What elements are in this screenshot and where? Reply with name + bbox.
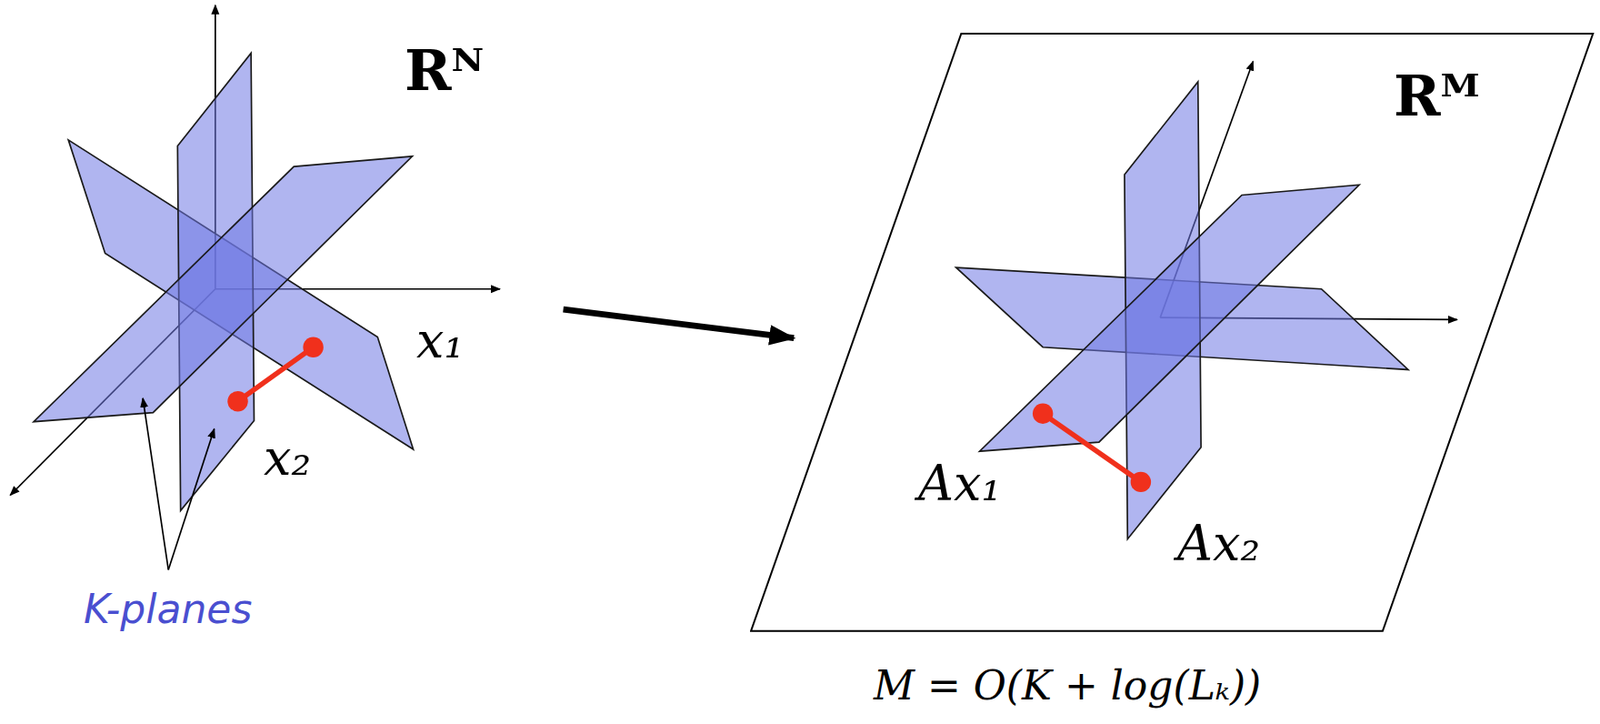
leader-lines	[142, 398, 215, 570]
k-planes	[33, 52, 414, 510]
space-label: Rᴺ	[404, 40, 484, 102]
k-planes	[956, 81, 1409, 540]
projection-plane: RᴹAx₁ Ax₂	[750, 32, 1595, 632]
point-label: Ax₂	[1177, 516, 1260, 570]
point-label: x₂	[263, 430, 311, 485]
space-label: Rᴹ	[1393, 65, 1480, 128]
axes	[10, 5, 500, 496]
formula-caption: M = O(K + log(Lₖ))	[873, 663, 1261, 708]
segment	[1032, 402, 1151, 492]
map-arrow	[563, 309, 795, 338]
point-label: x₁	[416, 313, 464, 368]
annotation: K-planes	[83, 587, 252, 631]
point-label: Ax₁	[918, 456, 1001, 510]
segment	[227, 337, 324, 412]
